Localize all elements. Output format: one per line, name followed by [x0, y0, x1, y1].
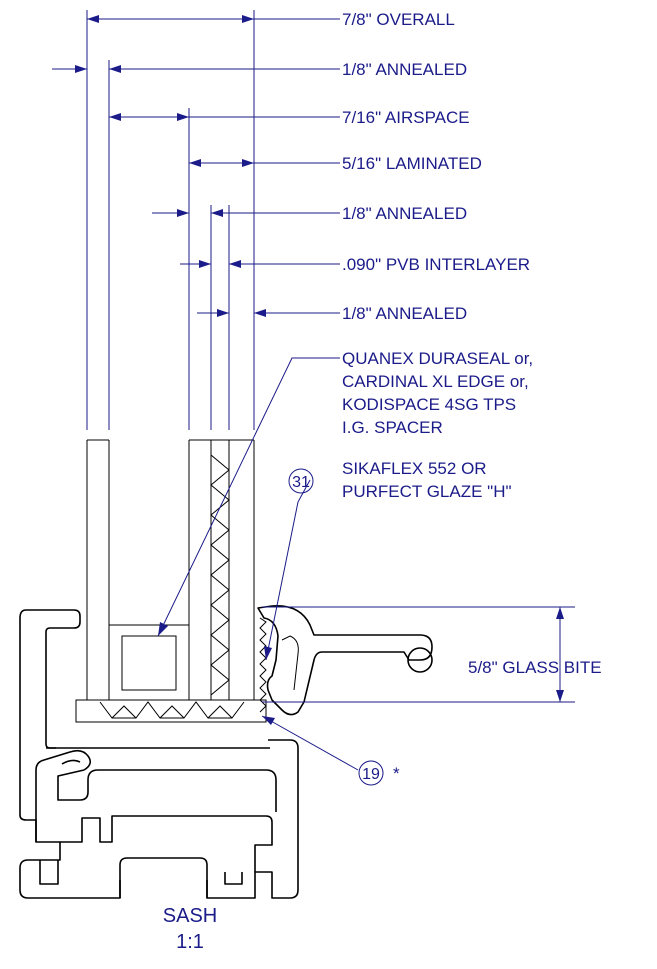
callout-spacer-line-2: CARDINAL XL EDGE or, — [342, 372, 529, 391]
callout-annealed-inner: 1/8" ANNEALED — [342, 304, 467, 323]
callout-sealant-line-2: PURFECT GLAZE "H" — [342, 482, 512, 501]
tag-31: 31 — [292, 474, 310, 491]
tag-asterisk: * — [393, 764, 400, 783]
callout-glass-bite: 5/8" GLASS BITE — [468, 658, 602, 677]
glazing-bead — [257, 605, 433, 716]
tag-31-circle — [288, 468, 314, 494]
sash-profile — [19, 609, 299, 899]
title-sash: SASH — [163, 905, 217, 927]
callout-spacer-line-3: KODISPACE 4SG TPS — [342, 395, 516, 414]
callout-annealed-middle: 1/8" ANNEALED — [342, 204, 467, 223]
callout-sealant-line-1: SIKAFLEX 552 OR — [342, 459, 487, 478]
tag-19-circle — [358, 760, 384, 786]
tag-19: 19 — [362, 766, 380, 783]
ig-spacer — [99, 624, 245, 719]
dimension-lines — [52, 10, 575, 771]
callout-laminated: 5/16" LAMINATED — [342, 154, 482, 173]
callout-spacer-line-4: I.G. SPACER — [342, 418, 443, 437]
callout-overall: 7/8" OVERALL — [342, 10, 455, 29]
callout-airspace: 7/16" AIRSPACE — [342, 108, 470, 127]
callout-pvb-interlayer: .090" PVB INTERLAYER — [342, 255, 530, 274]
callout-annealed-outer: 1/8" ANNEALED — [342, 60, 467, 79]
title-scale: 1:1 — [176, 931, 204, 953]
callout-spacer-line-1: QUANEX DURASEAL or, — [342, 349, 533, 368]
glass-lites — [75, 439, 267, 723]
